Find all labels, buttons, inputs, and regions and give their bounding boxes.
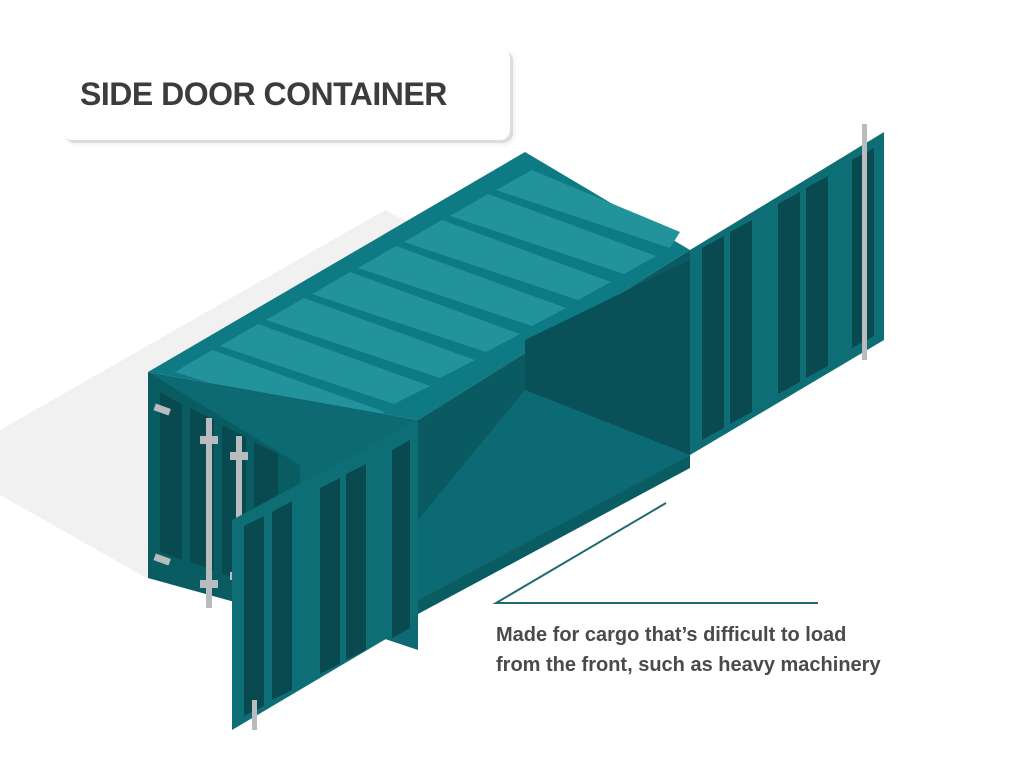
caption-leader-line [492, 502, 818, 604]
description-caption: Made for cargo that’s difficult to load … [496, 620, 956, 680]
page-title: SIDE DOOR CONTAINER [80, 76, 447, 112]
caption-line-1: Made for cargo that’s difficult to load [496, 624, 847, 646]
bottom-rail [418, 455, 690, 614]
caption-line-2: from the front, such as heavy machinery [496, 654, 881, 676]
left-door-pin [252, 700, 257, 730]
title-card: SIDE DOOR CONTAINER [62, 48, 510, 140]
right-door-pin [862, 124, 867, 360]
interior-floor-front [418, 390, 690, 600]
door-hinge-icon [153, 403, 171, 566]
left-door-panels [244, 440, 410, 716]
